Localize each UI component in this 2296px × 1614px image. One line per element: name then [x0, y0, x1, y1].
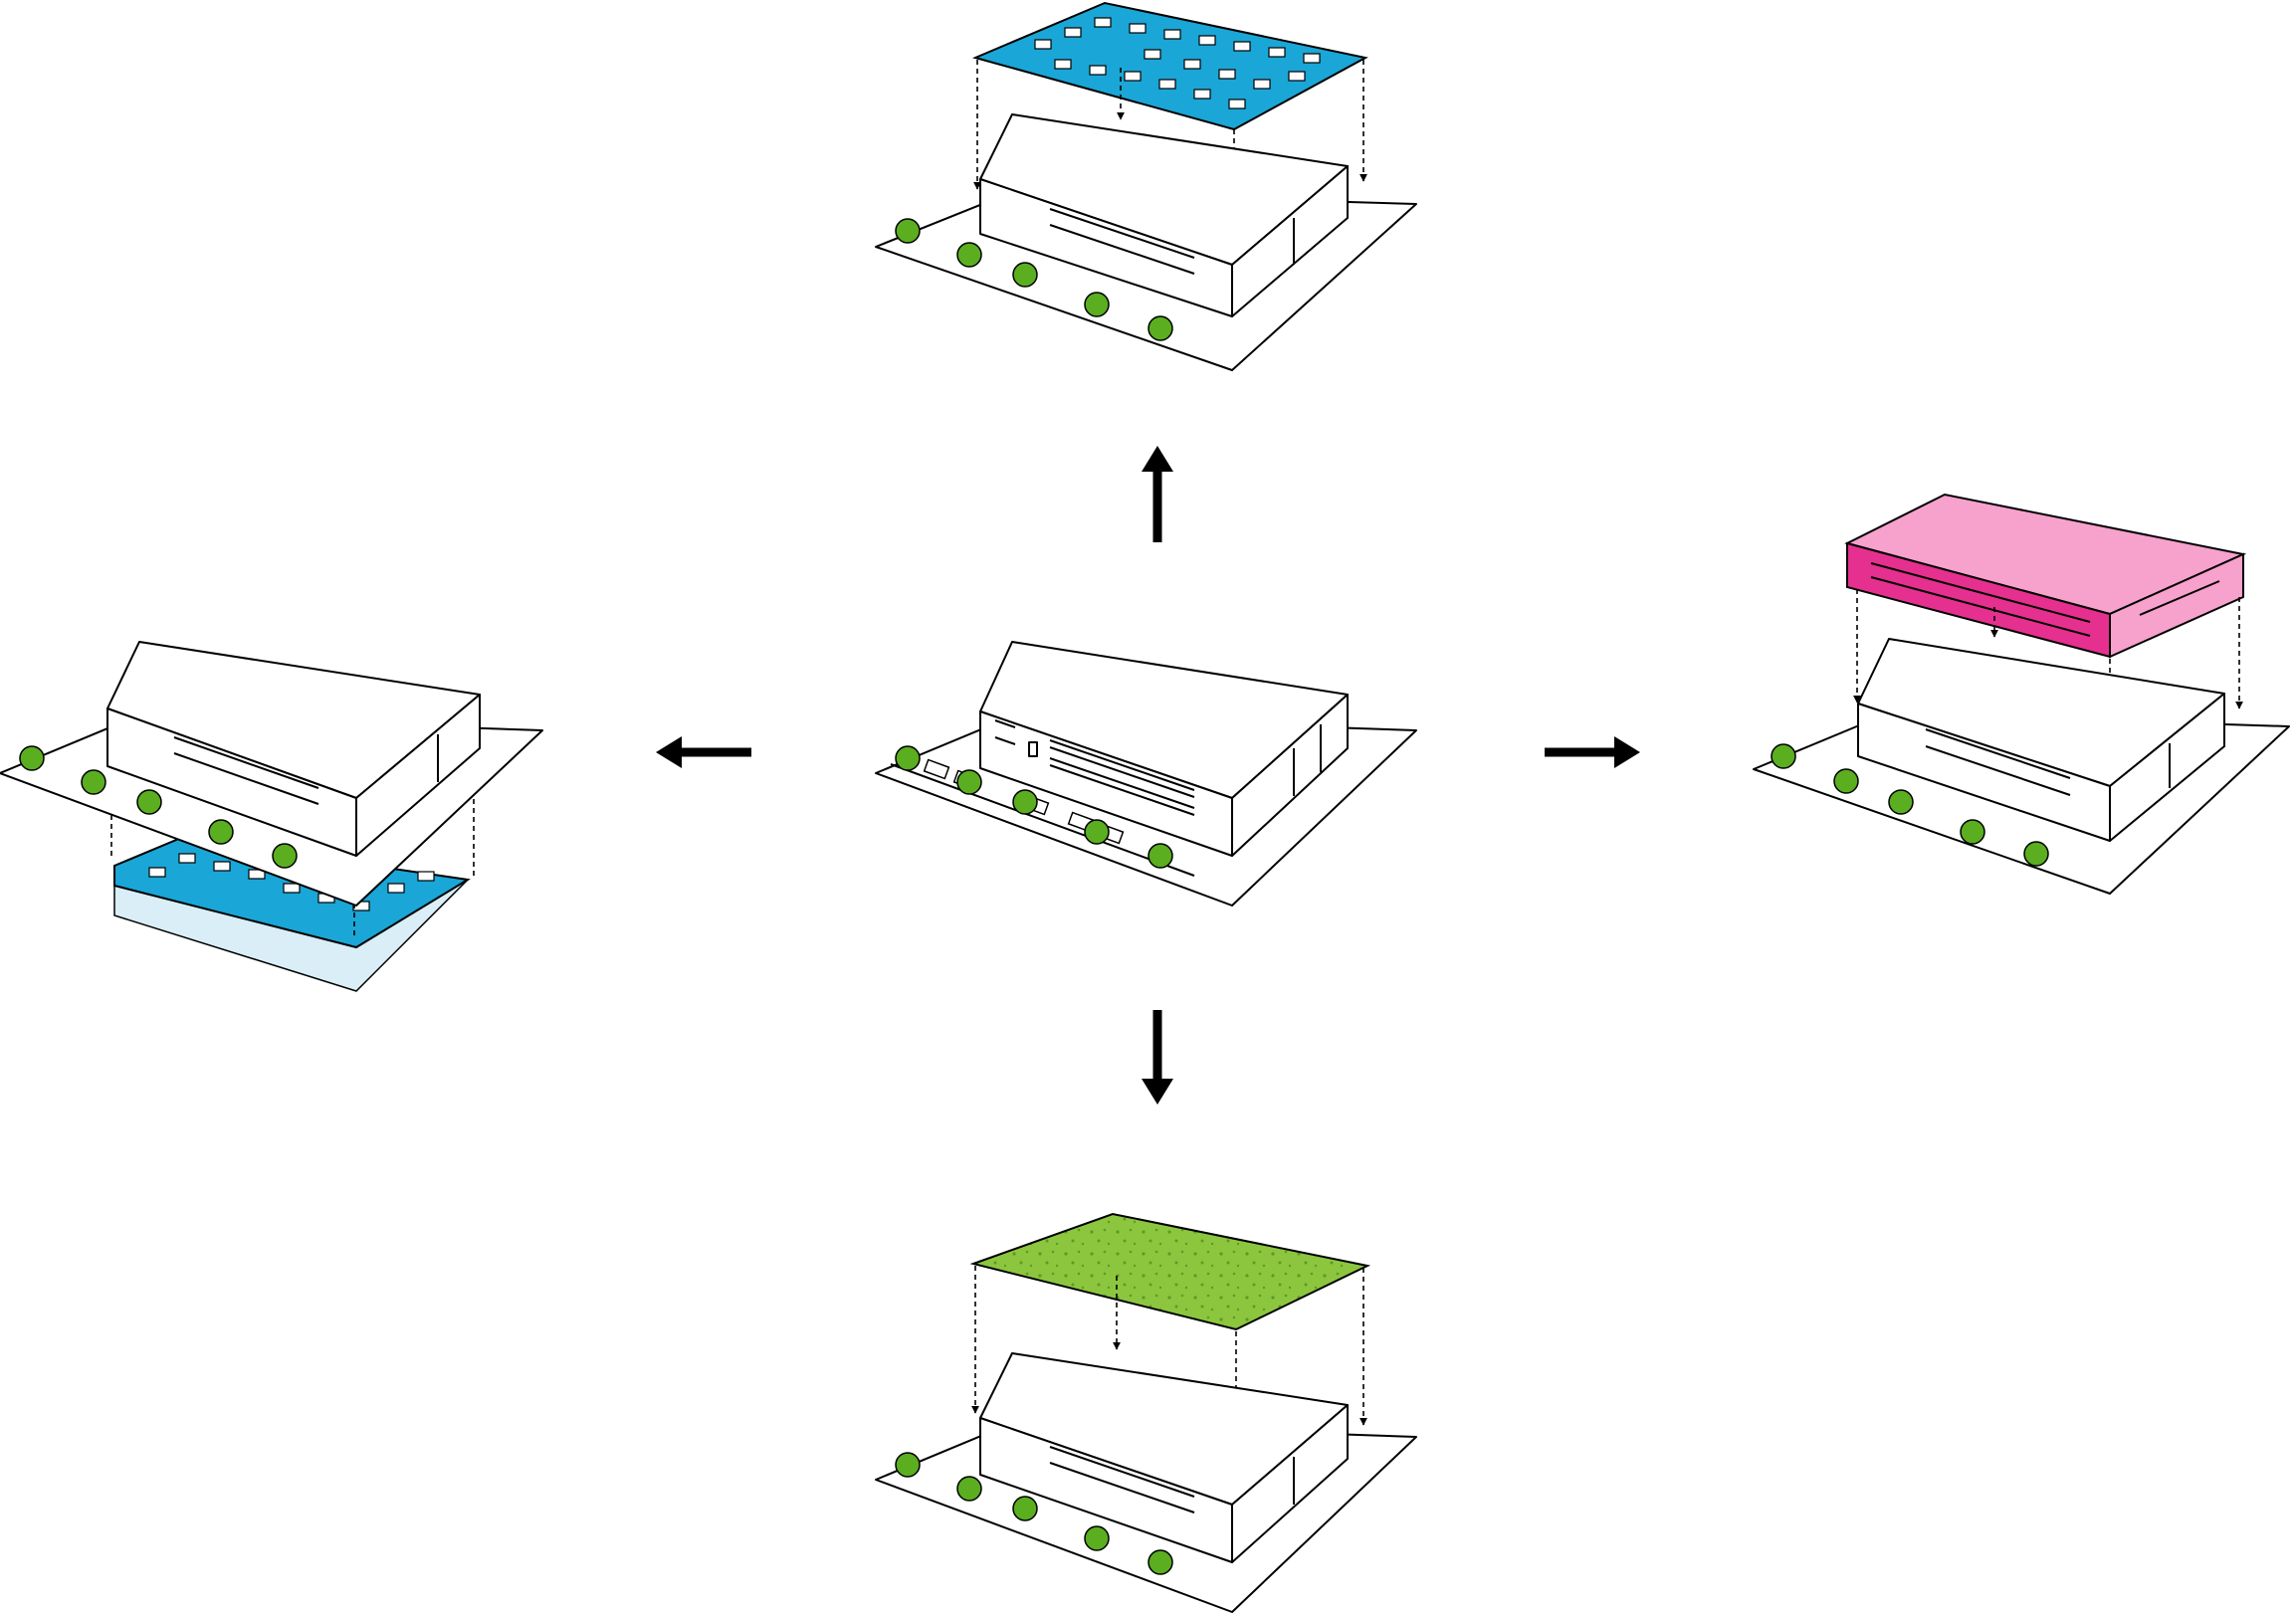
tree-icon	[1833, 768, 1859, 794]
trees	[895, 218, 1173, 341]
building-side-facade	[1231, 1404, 1349, 1563]
added-floor-windows	[1870, 562, 2220, 637]
tree-icon	[1771, 743, 1796, 769]
parking-deck	[971, 1, 1368, 131]
tree-icon	[1012, 262, 1038, 288]
trees	[19, 745, 298, 869]
tree-icon	[1084, 819, 1110, 845]
trees	[1771, 743, 2049, 867]
tree-icon	[1960, 819, 1985, 845]
building-side-facade	[355, 694, 481, 857]
tree-icon	[1148, 1549, 1173, 1575]
arrow-left-icon	[656, 736, 751, 768]
tree-icon	[81, 769, 106, 795]
tree-icon	[1148, 843, 1173, 869]
panel-green-roof	[875, 1212, 1417, 1613]
tree-icon	[895, 218, 921, 244]
tree-icon	[895, 745, 921, 771]
panel-underground-parking	[0, 641, 543, 992]
building-side-facade	[1231, 165, 1349, 317]
tree-icon	[136, 789, 162, 815]
tree-icon	[956, 1476, 982, 1502]
arrow-up-icon	[1142, 446, 1173, 542]
trees	[895, 745, 1173, 869]
parked-cars	[1034, 17, 1321, 109]
tree-icon	[2023, 841, 2049, 867]
trees	[895, 1452, 1173, 1575]
tree-icon	[956, 242, 982, 268]
arrow-right-icon	[1545, 736, 1640, 768]
panel-added-floor	[1753, 493, 2290, 895]
tree-icon	[272, 843, 298, 869]
facade-windows	[1049, 1446, 1295, 1513]
panel-existing-building	[875, 641, 1417, 907]
tree-icon	[895, 1452, 921, 1478]
tree-icon	[1084, 292, 1110, 317]
added-floor-side-facade	[2109, 552, 2244, 659]
facade-windows	[994, 719, 1322, 816]
facade-windows	[1925, 728, 2171, 796]
building-side-facade	[1231, 694, 1349, 857]
facade-windows	[173, 734, 439, 805]
facade-windows	[1049, 208, 1295, 275]
tree-icon	[1012, 789, 1038, 815]
building-side-facade	[2109, 693, 2225, 842]
panel-rooftop-parking	[875, 1, 1417, 371]
arrow-down-icon	[1142, 1010, 1173, 1105]
tree-icon	[208, 819, 234, 845]
tree-icon	[19, 745, 45, 771]
tree-icon	[956, 769, 982, 795]
tree-icon	[1888, 789, 1914, 815]
tree-icon	[1012, 1496, 1038, 1521]
tree-icon	[1084, 1525, 1110, 1551]
tree-icon	[1148, 315, 1173, 341]
green-roof-layer	[969, 1212, 1371, 1331]
